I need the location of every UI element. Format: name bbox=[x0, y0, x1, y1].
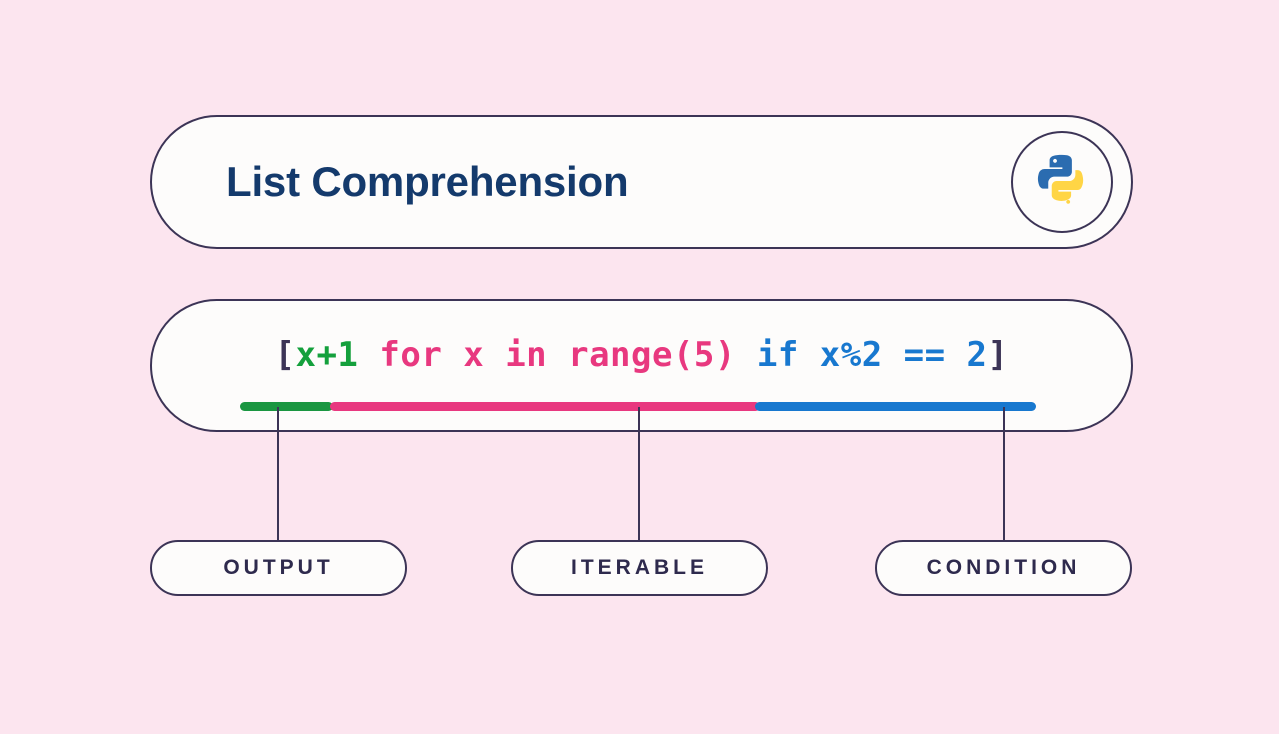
label-pill-iterable: ITERABLE bbox=[511, 540, 768, 596]
code-token-open-bracket: [ bbox=[274, 335, 296, 375]
underline-bar-output bbox=[240, 402, 333, 411]
connector-line-condition bbox=[1003, 407, 1005, 541]
title-card: List Comprehension bbox=[150, 115, 1133, 249]
underline-bar-condition bbox=[755, 402, 1036, 411]
code-card: [x+1 for x in range(5) if x%2 == 2] bbox=[150, 299, 1133, 432]
code-token-close-bracket: ] bbox=[987, 335, 1009, 375]
code-token-condition: if x%2 == 2 bbox=[756, 335, 988, 375]
connector-line-iterable bbox=[638, 407, 640, 541]
python-logo-badge bbox=[1011, 131, 1113, 233]
code-expression: [x+1 for x in range(5) if x%2 == 2] bbox=[152, 335, 1131, 375]
underline-bar-iterable bbox=[330, 402, 760, 411]
label-pill-condition: CONDITION bbox=[875, 540, 1132, 596]
code-token-iterable: for x in range(5) bbox=[358, 335, 757, 375]
code-token-output: x+1 bbox=[295, 335, 359, 375]
python-logo-icon bbox=[1031, 151, 1093, 213]
label-pill-output: OUTPUT bbox=[150, 540, 407, 596]
connector-line-output bbox=[277, 407, 279, 541]
page-title: List Comprehension bbox=[226, 158, 629, 205]
